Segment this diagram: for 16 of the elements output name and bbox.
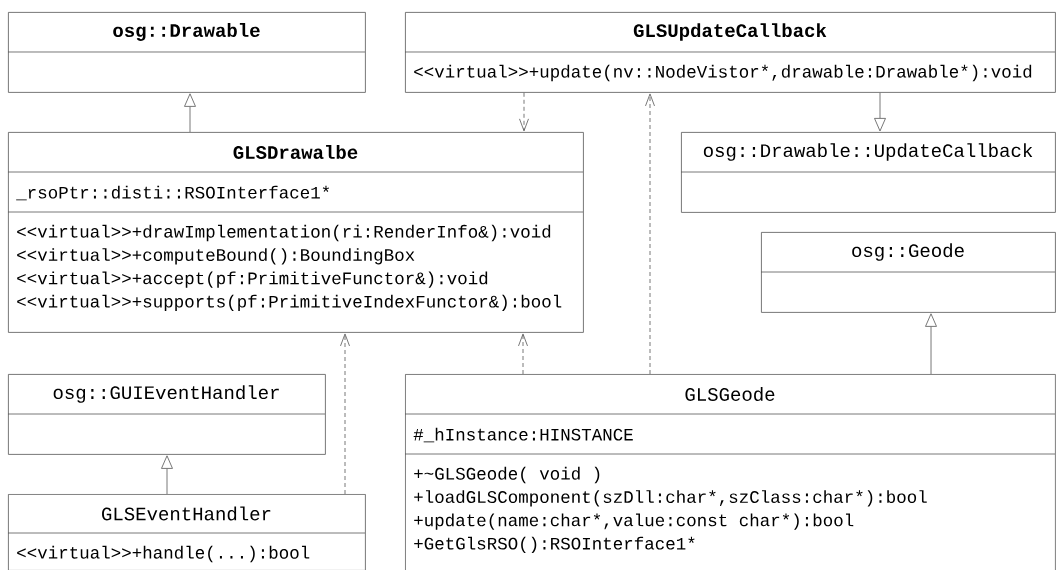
class-box: osg::Drawable [7,12,366,93]
class-box: osg::GUIEventHandler [7,374,326,455]
dependency-arrow [645,93,655,375]
class-box: osg::Geode [760,232,1056,313]
inheritance-arrow [925,313,937,375]
inheritance-arrow [874,92,886,132]
inheritance-arrow [184,93,196,133]
inheritance-arrow [161,455,173,495]
dependency-arrow [519,92,529,132]
class-box: osg::Drawable::UpdateCallback [680,132,1056,213]
class-box: GLSEventHandler <<virtual>>+handle(...):bool [7,494,366,570]
dependency-arrow [340,333,350,495]
dependency-arrow [518,333,528,375]
class-box: GLSDrawalbe _rsoPtr::disti::RSOInterface1* <<virtual>>+drawImplementation(ri:RenderInfo&):void <<virtual>>+computeBound():BoundingBox <<virtual>>+accept(pf:PrimitiveFunctor&):void <<virtual>>+supports(pf:PrimitiveIndexFunctor&):bool [7,132,584,333]
class-box: GLSUpdateCallback <<virtual>>+update(nv::NodeVistor*,drawable:Drawable*):void [404,12,1056,93]
class-box: GLSGeode #_hInstance:HINSTANCE +~GLSGeode( void ) +loadGLSComponent(szDll:char*,szClass:char*):bool +update(name:char*,value:const char*):bool +GetGlsRSO():RSOInterface1* [404,374,1056,570]
